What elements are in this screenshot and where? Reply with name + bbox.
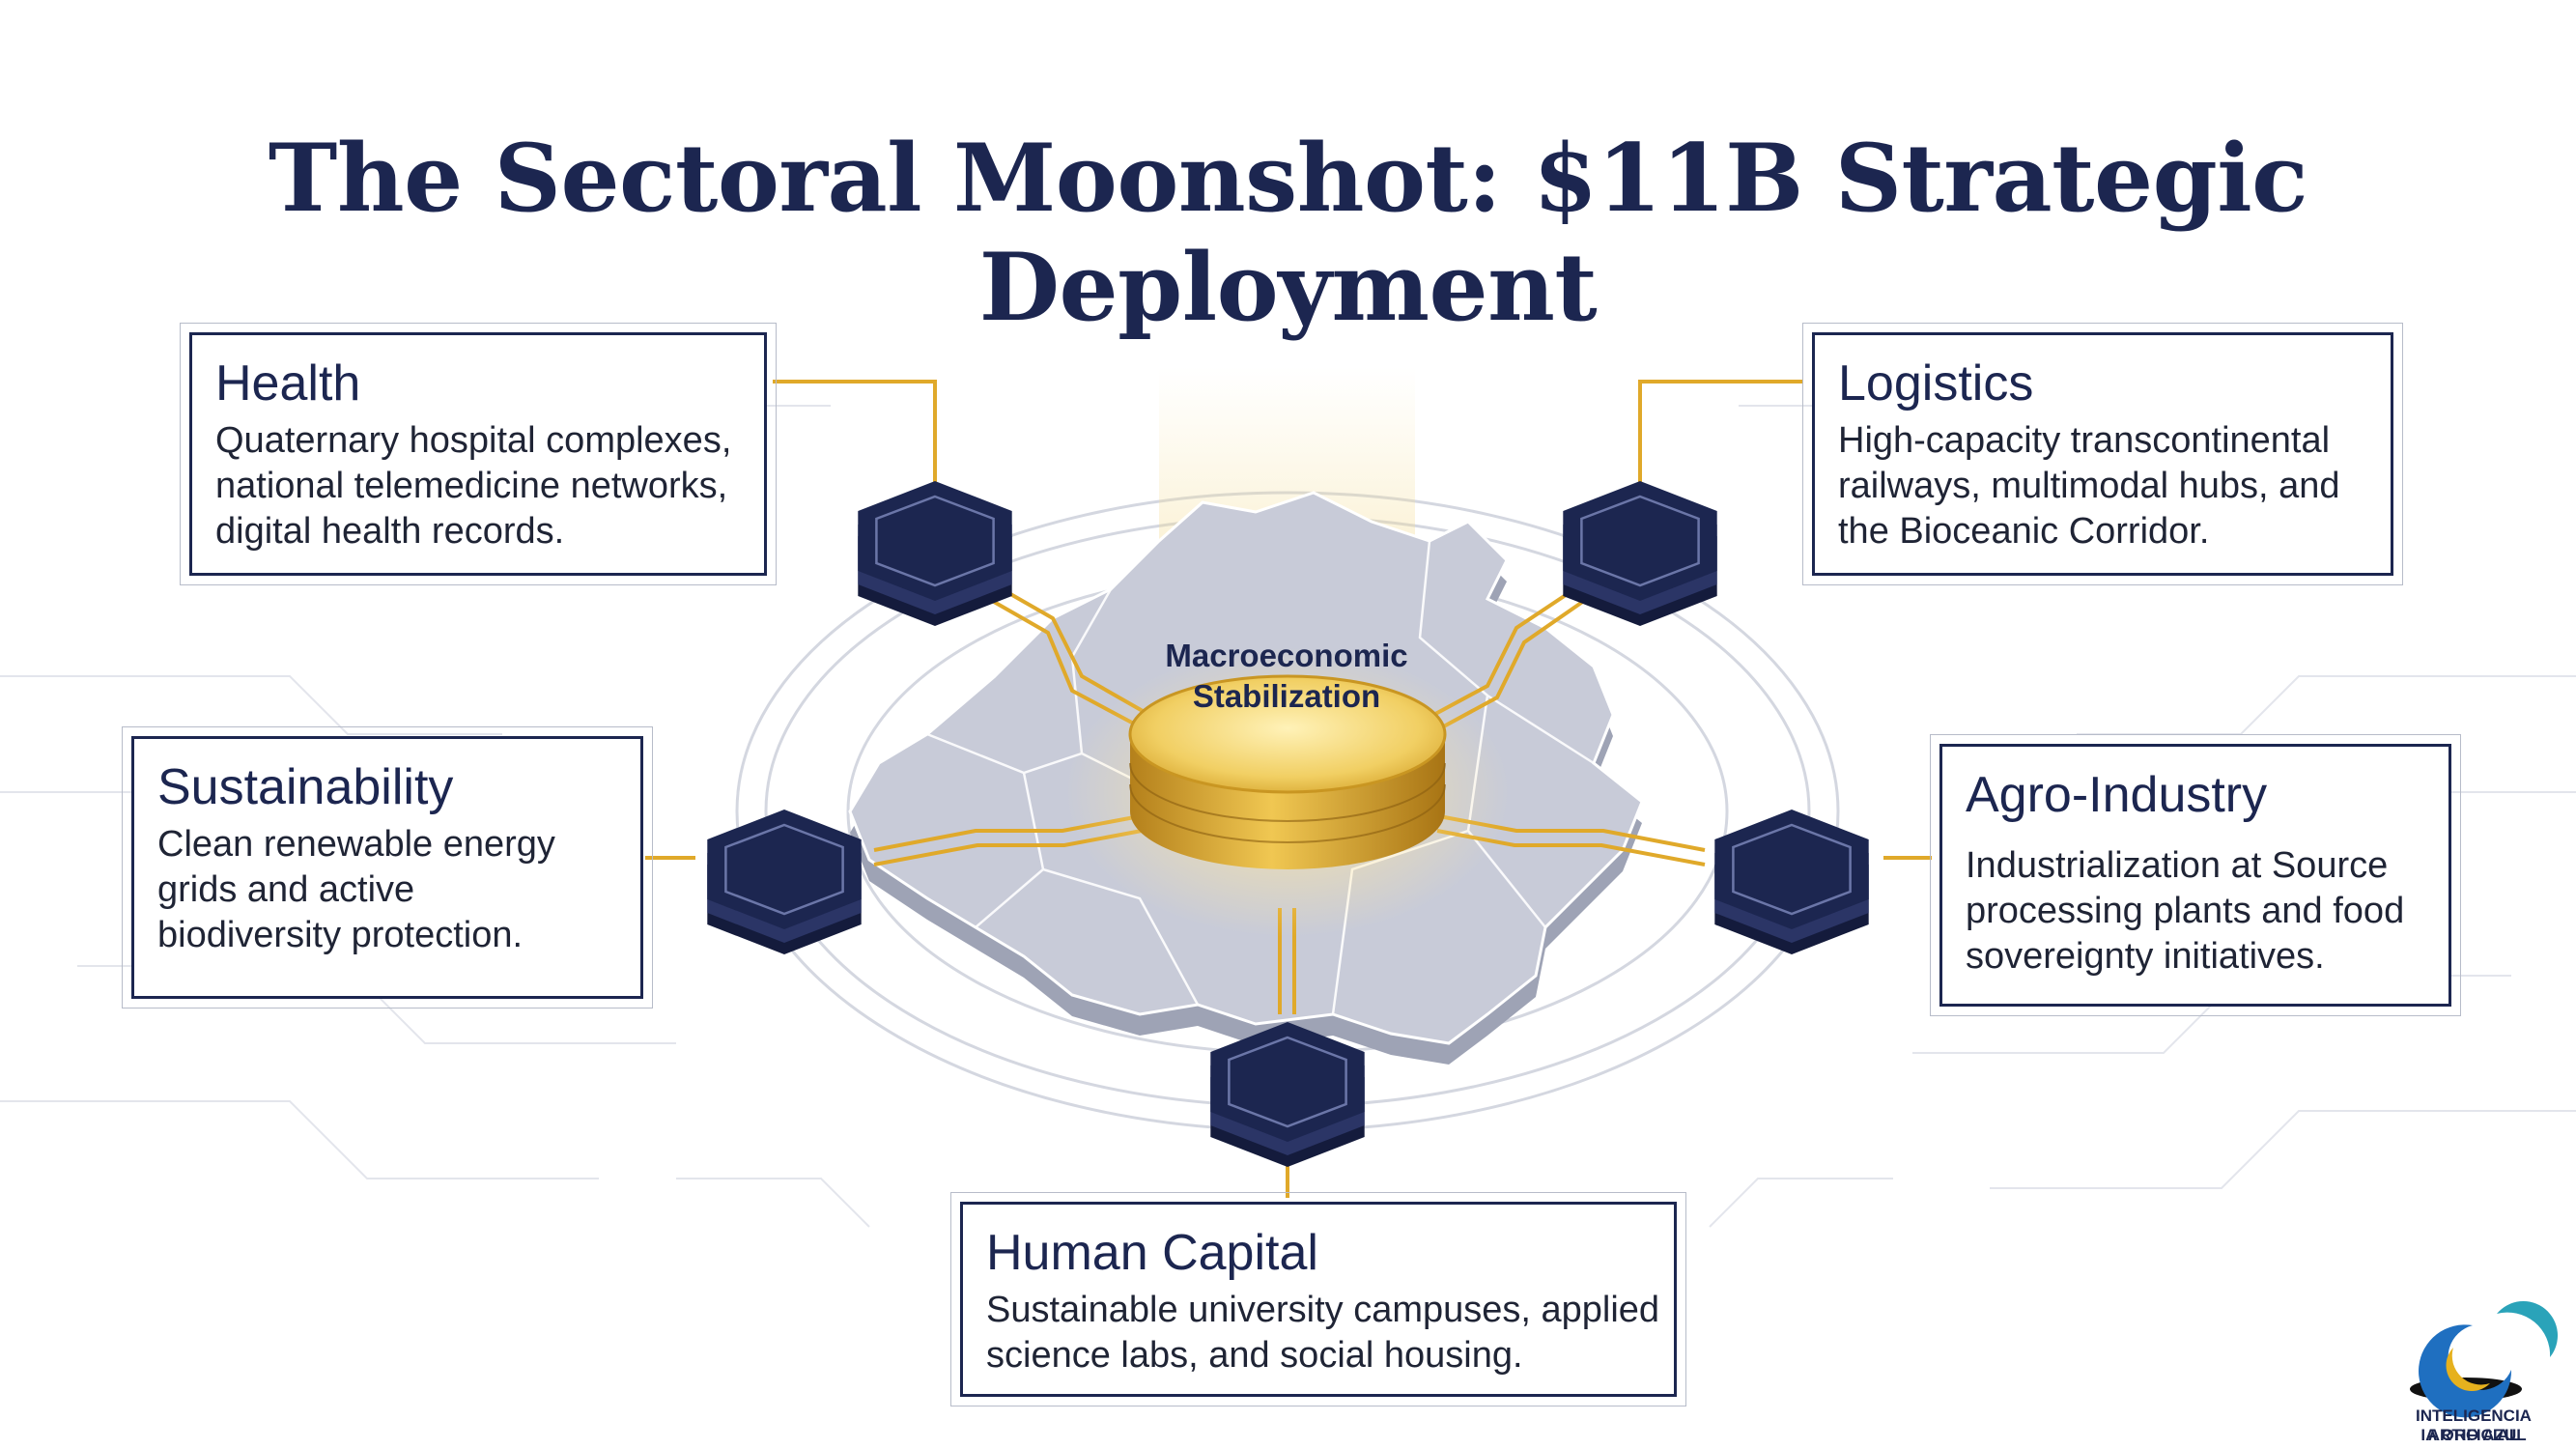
- page-title: The Sectoral Moonshot: $11B Strategic De…: [268, 124, 2308, 342]
- logistics-card-frame: [1802, 323, 2403, 585]
- hex-node-human-capital: [1210, 1022, 1365, 1167]
- hex-node-sustainability: [707, 810, 862, 954]
- sector-card-agro-industry: Agro-Industry Industrialization at Sourc…: [1939, 744, 2451, 1007]
- sector-card-logistics: Logistics High-capacity transcontinental…: [1812, 332, 2393, 576]
- sector-title-agro-industry: Agro-Industry: [1966, 767, 2268, 823]
- sector-title-logistics: Logistics: [1838, 355, 2034, 412]
- sustainability-card-frame: [122, 726, 653, 1009]
- hex-node-logistics: [1563, 481, 1717, 626]
- sector-desc-human-capital: Sustainable university campuses, applied…: [986, 1290, 1660, 1376]
- sector-desc-health: Quaternary hospital complexes,national t…: [215, 420, 732, 552]
- health-card-frame: [180, 323, 777, 585]
- sector-title-sustainability: Sustainability: [157, 759, 454, 815]
- logo-text-line2: IA ORO AZUL: [2420, 1426, 2527, 1444]
- sector-title-human-capital: Human Capital: [986, 1225, 1318, 1281]
- hex-node-agro-industry: [1714, 810, 1869, 954]
- logo-icon: [2410, 1301, 2559, 1418]
- macro-stabilization-coin: [1128, 674, 1447, 869]
- logo-text-line1: INTELIGENCIA ARTIFICIAL: [2416, 1406, 2532, 1444]
- sector-card-health: Health Quaternary hospital complexes,nat…: [189, 332, 767, 576]
- human-capital-card-frame: [950, 1192, 1686, 1406]
- sector-title-health: Health: [215, 355, 361, 412]
- brand-logo: INTELIGENCIA ARTIFICIAL IA ORO AZUL: [2371, 1302, 2576, 1449]
- hex-nodes: [707, 481, 1869, 1167]
- sector-card-human-capital: Human Capital Sustainable university cam…: [960, 1202, 1677, 1397]
- hex-node-health: [858, 481, 1012, 626]
- agro-industry-card-frame: [1930, 734, 2461, 1016]
